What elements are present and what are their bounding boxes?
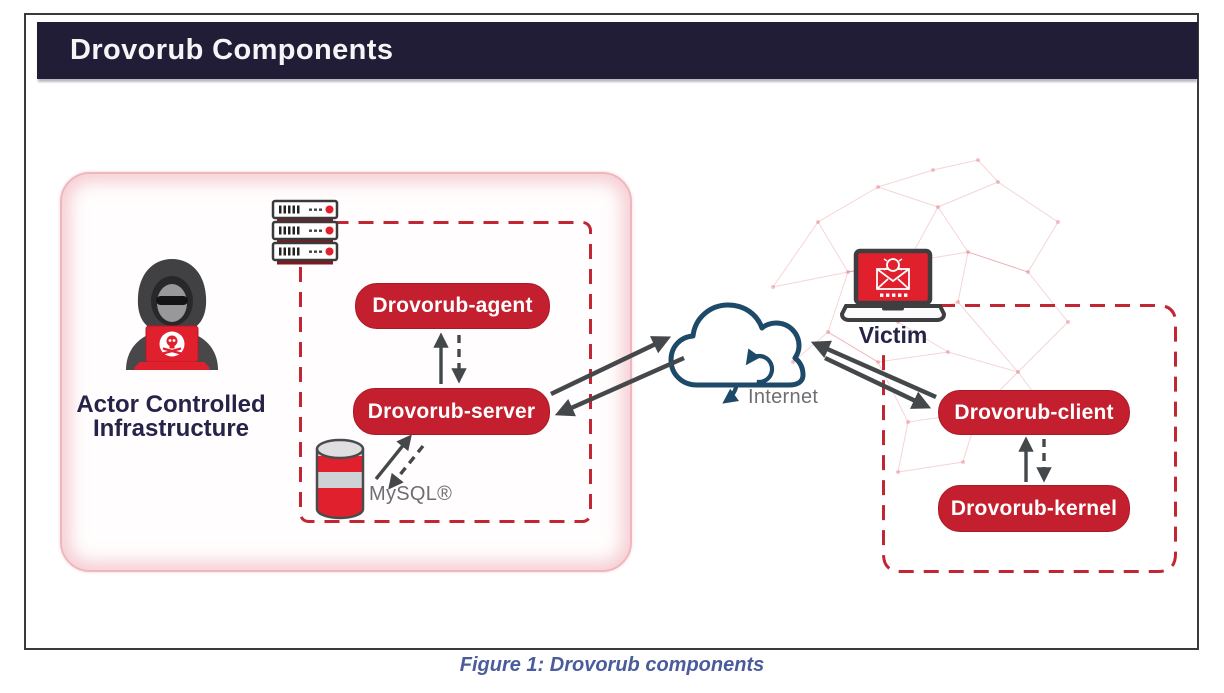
refresh-arrow-icon — [745, 348, 775, 385]
node-drovorub-server: Drovorub-server — [353, 388, 550, 435]
node-drovorub-client-label: Drovorub-client — [954, 400, 1114, 424]
mysql-label: MySQL® — [369, 483, 453, 505]
asterisk-row — [880, 293, 908, 297]
actor-label-line1: Actor Controlled — [76, 391, 266, 418]
node-drovorub-client: Drovorub-client — [938, 390, 1130, 435]
mysql-database-icon — [315, 438, 365, 520]
server-rack-icon — [271, 199, 339, 265]
node-drovorub-kernel: Drovorub-kernel — [938, 485, 1130, 532]
internet-label: Internet — [748, 386, 819, 408]
sunglasses — [156, 296, 188, 305]
actor-label-line2: Infrastructure — [92, 415, 250, 442]
figure-caption: Figure 1: Drovorub components — [459, 654, 765, 676]
title-bar: Drovorub Components — [37, 22, 1198, 79]
hooded-hacker-laptop-icon — [126, 259, 218, 370]
victim-phishing-laptop-icon — [840, 248, 946, 322]
actor-zone-label: Actor Controlled Infrastructure — [41, 393, 301, 441]
node-drovorub-agent: Drovorub-agent — [355, 283, 550, 329]
node-drovorub-server-label: Drovorub-server — [367, 399, 536, 423]
node-drovorub-kernel-label: Drovorub-kernel — [950, 496, 1118, 520]
cloud-down-arrow-icon — [722, 382, 740, 404]
figure-title: Drovorub Components — [70, 34, 394, 66]
victim-label: Victim — [858, 322, 928, 348]
phishing-envelope-icon — [876, 258, 910, 290]
internet-cloud-icon — [668, 302, 806, 404]
node-drovorub-agent-label: Drovorub-agent — [372, 294, 533, 317]
server-units — [271, 199, 339, 262]
